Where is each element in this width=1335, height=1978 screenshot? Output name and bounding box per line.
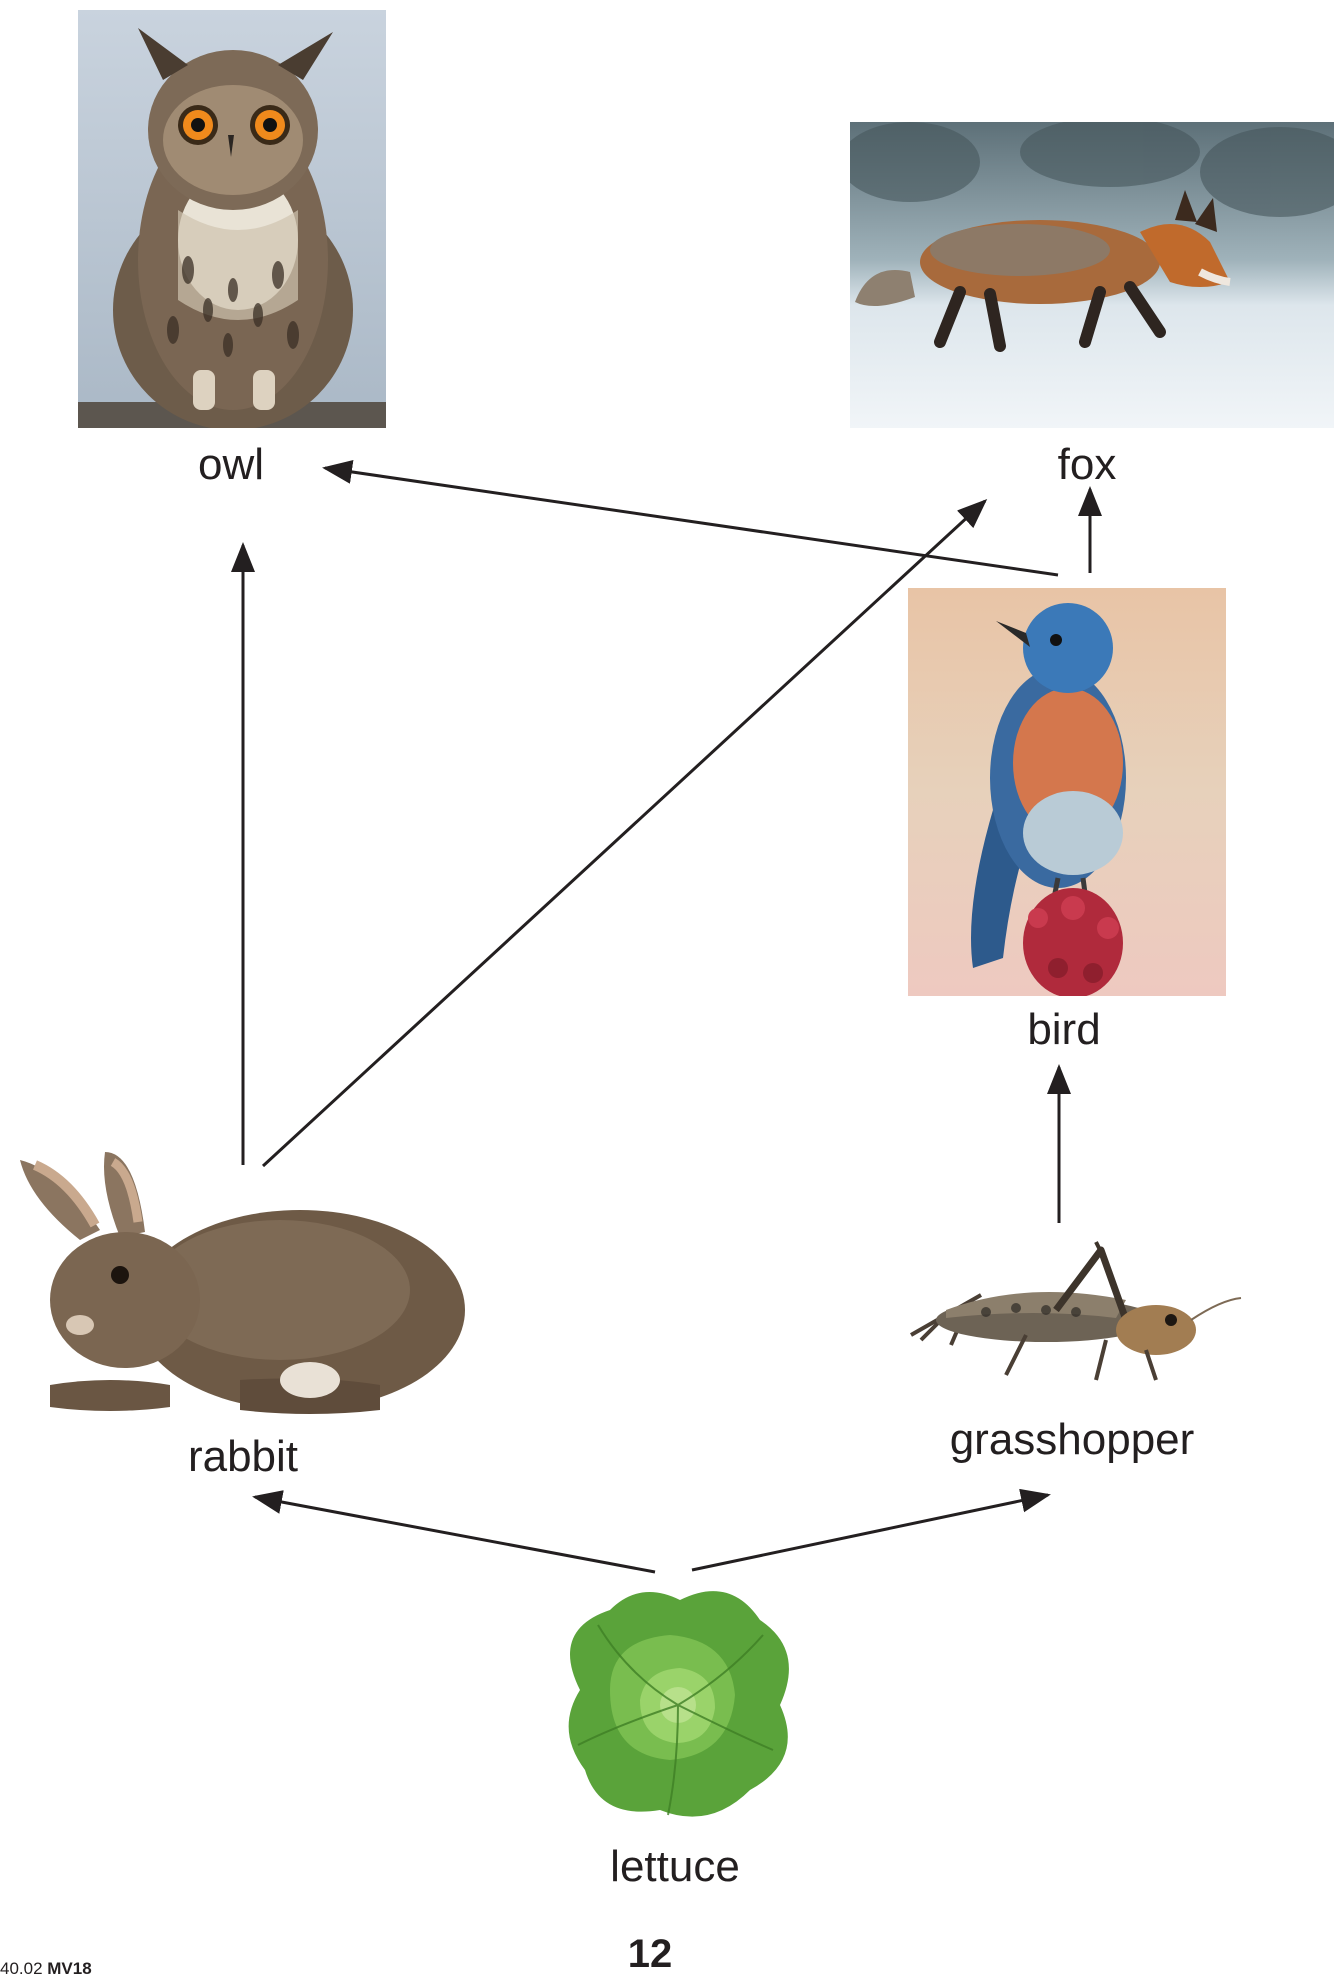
document-code-bold: MV18 bbox=[47, 1959, 92, 1978]
lettuce-label: lettuce bbox=[610, 1842, 740, 1891]
document-code: 40.02 MV18 bbox=[0, 1960, 92, 1977]
lettuce-image bbox=[568, 1591, 789, 1817]
arrow-bird-to-owl bbox=[322, 460, 1059, 577]
bird-label: bird bbox=[1027, 1005, 1101, 1054]
arrow-rabbit-to-fox bbox=[261, 498, 988, 1168]
rabbit-image bbox=[20, 1152, 465, 1414]
grasshopper-image bbox=[910, 1241, 1242, 1381]
arrow-lettuce-to-rabbit bbox=[252, 1490, 656, 1574]
fox-image bbox=[850, 122, 1334, 428]
document-code-prefix: 40.02 bbox=[0, 1959, 48, 1978]
bird-image bbox=[908, 588, 1226, 996]
fox-label: fox bbox=[1057, 440, 1117, 489]
rabbit-label: rabbit bbox=[187, 1432, 299, 1481]
owl-image bbox=[78, 10, 386, 428]
grasshopper-label: grasshopper bbox=[949, 1415, 1195, 1464]
page-number: 12 bbox=[627, 1932, 673, 1976]
owl-label: owl bbox=[197, 440, 265, 489]
arrow-lettuce-to-grasshopper bbox=[691, 1488, 1051, 1572]
